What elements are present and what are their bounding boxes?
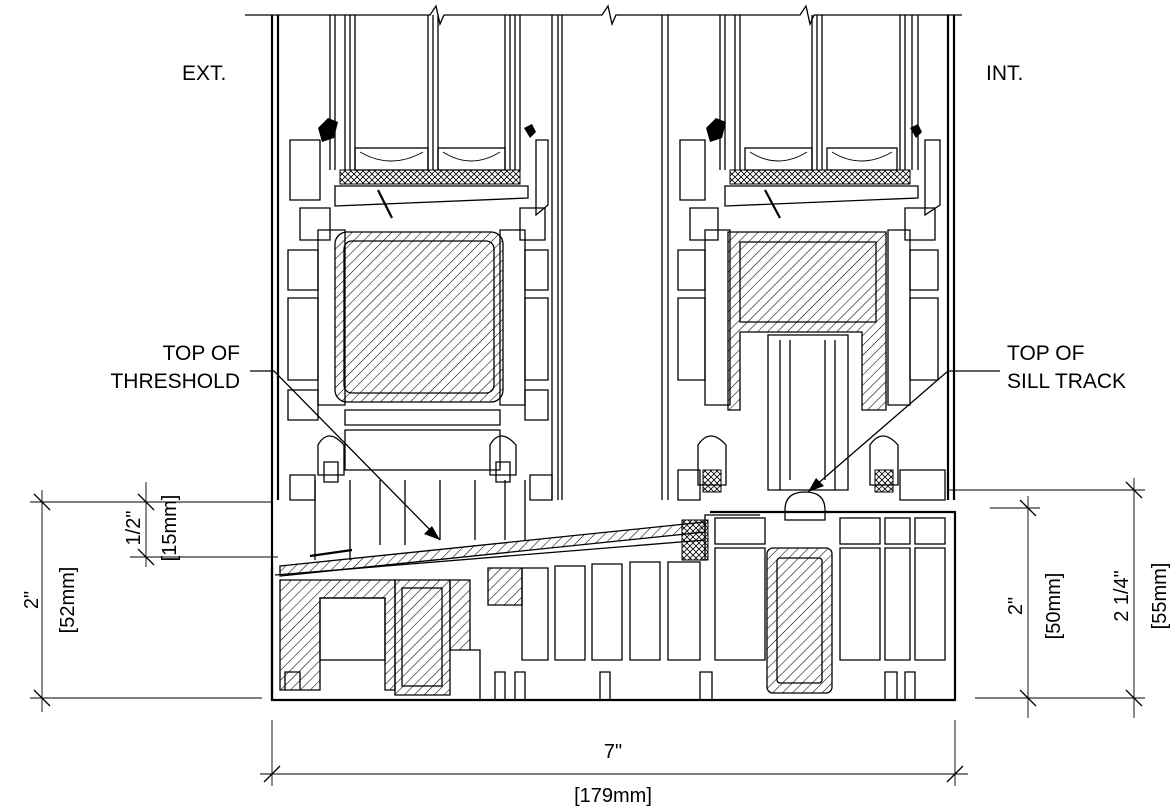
width-dimension: [260, 720, 968, 786]
threshold-step-imperial: 1/2": [123, 511, 145, 546]
int-height-metric: [50mm]: [1043, 573, 1065, 640]
int-height-imperial: 2": [1005, 597, 1027, 615]
width-imperial: 7": [604, 741, 622, 763]
int-height-dimension: [948, 478, 1145, 718]
exterior-sash: [270, 15, 563, 700]
threshold-leader: [250, 370, 441, 541]
ext-height-metric: [52mm]: [57, 567, 79, 634]
sill-track-leader: [807, 370, 1000, 493]
interior-sash: [661, 15, 956, 521]
top-break-line: [245, 4, 962, 27]
interior-label: INT.: [986, 62, 1023, 85]
threshold-step-metric: [15mm]: [159, 495, 181, 562]
sill-track-label-line1: TOP OF: [1007, 342, 1084, 365]
width-metric: [179mm]: [574, 785, 652, 807]
exterior-label: EXT.: [182, 62, 226, 85]
int-total-imperial: 2 1/4": [1111, 570, 1133, 622]
ext-height-dimension: [30, 482, 278, 712]
int-total-metric: [55mm]: [1149, 563, 1171, 630]
sill-track-label-line2: SILL TRACK: [1007, 370, 1126, 393]
threshold-label-line2: THRESHOLD: [110, 370, 240, 393]
threshold-label-line1: TOP OF: [163, 342, 240, 365]
ext-height-imperial: 2": [21, 591, 43, 609]
sill-profile: [270, 510, 957, 702]
